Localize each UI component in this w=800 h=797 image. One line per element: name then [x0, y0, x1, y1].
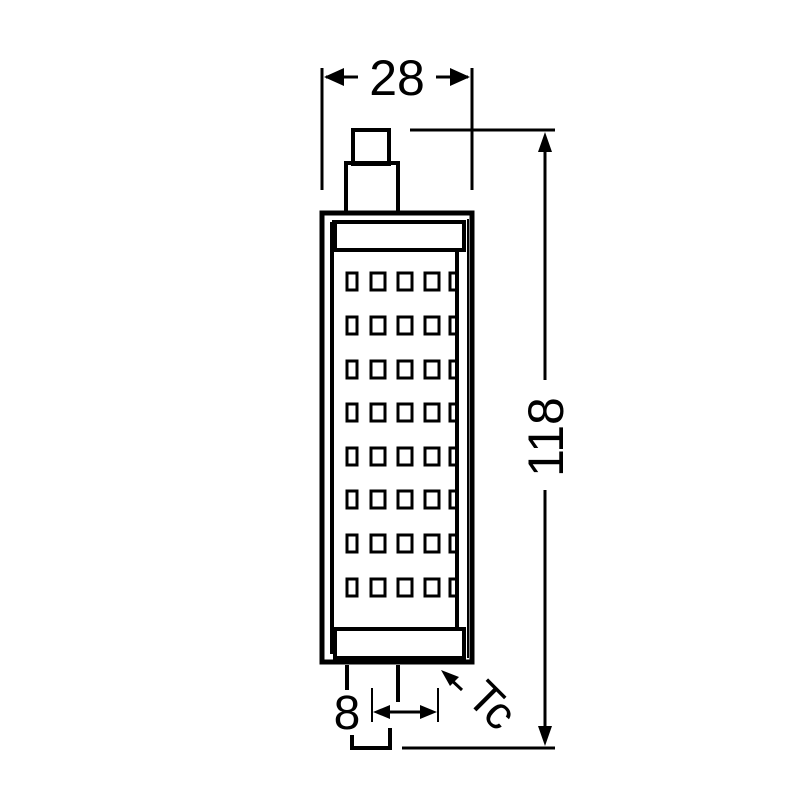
width-dimension: 28 — [320, 50, 474, 190]
pin-offset-label: 8 — [334, 687, 361, 740]
tc-indicator: Tc — [441, 670, 527, 740]
width-label: 28 — [369, 50, 425, 106]
bottom-pin — [345, 665, 400, 750]
top-pin — [344, 128, 400, 215]
length-label: 118 — [518, 397, 574, 477]
led-grid — [345, 271, 459, 598]
length-dimension: 118 — [402, 128, 574, 750]
pin-offset-dimension: 8 — [334, 687, 439, 740]
tc-label: Tc — [458, 670, 527, 739]
